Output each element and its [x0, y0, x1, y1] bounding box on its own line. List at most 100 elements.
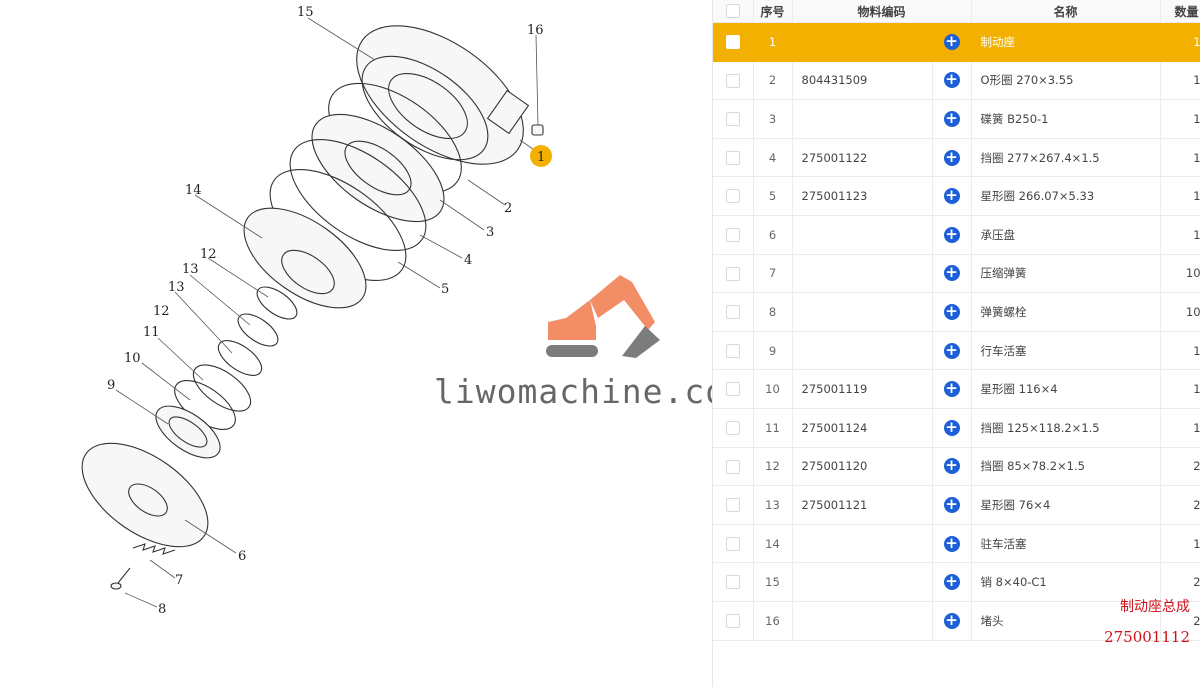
callout-11[interactable]: 11 [143, 325, 160, 340]
row-checkbox[interactable] [713, 215, 754, 255]
part-retaining-ring-large[interactable] [271, 117, 445, 272]
callout-12-lower[interactable]: 12 [153, 304, 170, 319]
header-code: 物料编码 [792, 0, 972, 23]
row-checkbox[interactable] [713, 292, 754, 332]
callout-10[interactable]: 10 [124, 351, 141, 366]
row-checkbox[interactable] [713, 369, 754, 409]
part-bearing-plate[interactable] [64, 423, 226, 568]
plus-circle-icon[interactable]: + [943, 108, 960, 127]
row-checkbox[interactable] [713, 562, 754, 602]
add-to-cart-button[interactable]: + [932, 524, 972, 564]
part-star-ring-small-b[interactable] [213, 334, 268, 382]
part-disc-spring[interactable] [294, 93, 462, 242]
add-to-cart-button[interactable]: + [932, 331, 972, 371]
plus-circle-icon[interactable]: + [943, 301, 960, 320]
row-checkbox[interactable] [713, 447, 754, 487]
plus-circle-icon[interactable]: + [943, 417, 960, 436]
add-to-cart-button[interactable]: + [932, 215, 972, 255]
row-checkbox[interactable] [713, 408, 754, 448]
add-to-cart-button[interactable]: + [932, 254, 972, 294]
row-checkbox[interactable] [713, 524, 754, 564]
part-brake-seat[interactable] [332, 0, 547, 192]
plus-circle-icon[interactable]: + [943, 494, 960, 513]
row-checkbox[interactable] [713, 254, 754, 294]
part-plug[interactable] [531, 124, 544, 136]
plus-circle-icon[interactable]: + [943, 379, 960, 398]
add-to-cart-button[interactable]: + [932, 292, 972, 332]
add-to-cart-button[interactable]: + [932, 22, 972, 62]
callout-12-upper[interactable]: 12 [200, 247, 217, 262]
part-retaining-ring-small-a[interactable] [252, 281, 302, 325]
row-checkbox[interactable] [713, 22, 754, 62]
add-to-cart-button[interactable]: + [932, 562, 972, 602]
plus-circle-icon[interactable]: + [943, 263, 960, 282]
add-to-cart-button[interactable]: + [932, 61, 972, 101]
plus-circle-icon[interactable]: + [943, 610, 960, 629]
callout-13-lower[interactable]: 13 [168, 280, 185, 295]
callout-8[interactable]: 8 [158, 602, 166, 617]
callout-16[interactable]: 16 [527, 23, 544, 38]
plus-circle-icon[interactable]: + [943, 456, 960, 475]
add-to-cart-button[interactable]: + [932, 369, 972, 409]
add-to-cart-button[interactable]: + [932, 447, 972, 487]
row-checkbox[interactable] [713, 601, 754, 641]
part-spring-bolt[interactable] [110, 567, 131, 590]
part-compression-spring[interactable] [132, 543, 176, 555]
row-checkbox[interactable] [713, 485, 754, 525]
callout-1[interactable]: 1 [537, 150, 545, 165]
plus-circle-icon[interactable]: + [943, 70, 960, 89]
part-parking-piston[interactable] [227, 188, 383, 327]
callout-13-upper[interactable]: 13 [182, 262, 199, 277]
part-retaining-ring-small-b[interactable] [186, 356, 258, 420]
callout-5[interactable]: 5 [441, 282, 449, 297]
row-checkbox[interactable] [713, 99, 754, 139]
row-checkbox[interactable] [713, 176, 754, 216]
add-to-cart-button[interactable]: + [932, 485, 972, 525]
plus-circle-icon[interactable]: + [943, 186, 960, 205]
row-checkbox[interactable] [713, 138, 754, 178]
callout-9[interactable]: 9 [107, 378, 115, 393]
part-star-ring-small-a[interactable] [233, 308, 283, 352]
add-to-cart-button[interactable]: + [932, 138, 972, 178]
plus-circle-icon[interactable]: + [943, 31, 960, 50]
callout-14[interactable]: 14 [185, 183, 202, 198]
row-checkbox[interactable] [713, 331, 754, 371]
add-to-cart-button[interactable]: + [932, 408, 972, 448]
add-to-cart-button[interactable]: + [932, 176, 972, 216]
plus-circle-icon[interactable]: + [943, 572, 960, 591]
add-to-cart-button[interactable]: + [932, 601, 972, 641]
callout-1-highlight[interactable] [530, 145, 552, 167]
plus-circle-icon[interactable]: + [943, 340, 960, 359]
plus-circle-icon[interactable]: + [943, 533, 960, 552]
plus-circle-icon[interactable]: + [943, 224, 960, 243]
row-checkbox[interactable] [713, 61, 754, 101]
row-code [792, 22, 933, 62]
add-to-cart-button[interactable]: + [932, 99, 972, 139]
callout-3[interactable]: 3 [486, 225, 494, 240]
select-all-checkbox[interactable] [713, 0, 754, 23]
callout-15[interactable]: 15 [297, 5, 314, 20]
plus-circle-icon[interactable]: + [943, 147, 960, 166]
row-name: 挡圈 85×78.2×1.5 [971, 447, 1161, 487]
callout-6[interactable]: 6 [238, 549, 246, 564]
part-service-piston[interactable] [147, 396, 228, 468]
callout-2[interactable]: 2 [504, 201, 512, 216]
callout-7[interactable]: 7 [175, 573, 183, 588]
callout-4[interactable]: 4 [464, 253, 472, 268]
